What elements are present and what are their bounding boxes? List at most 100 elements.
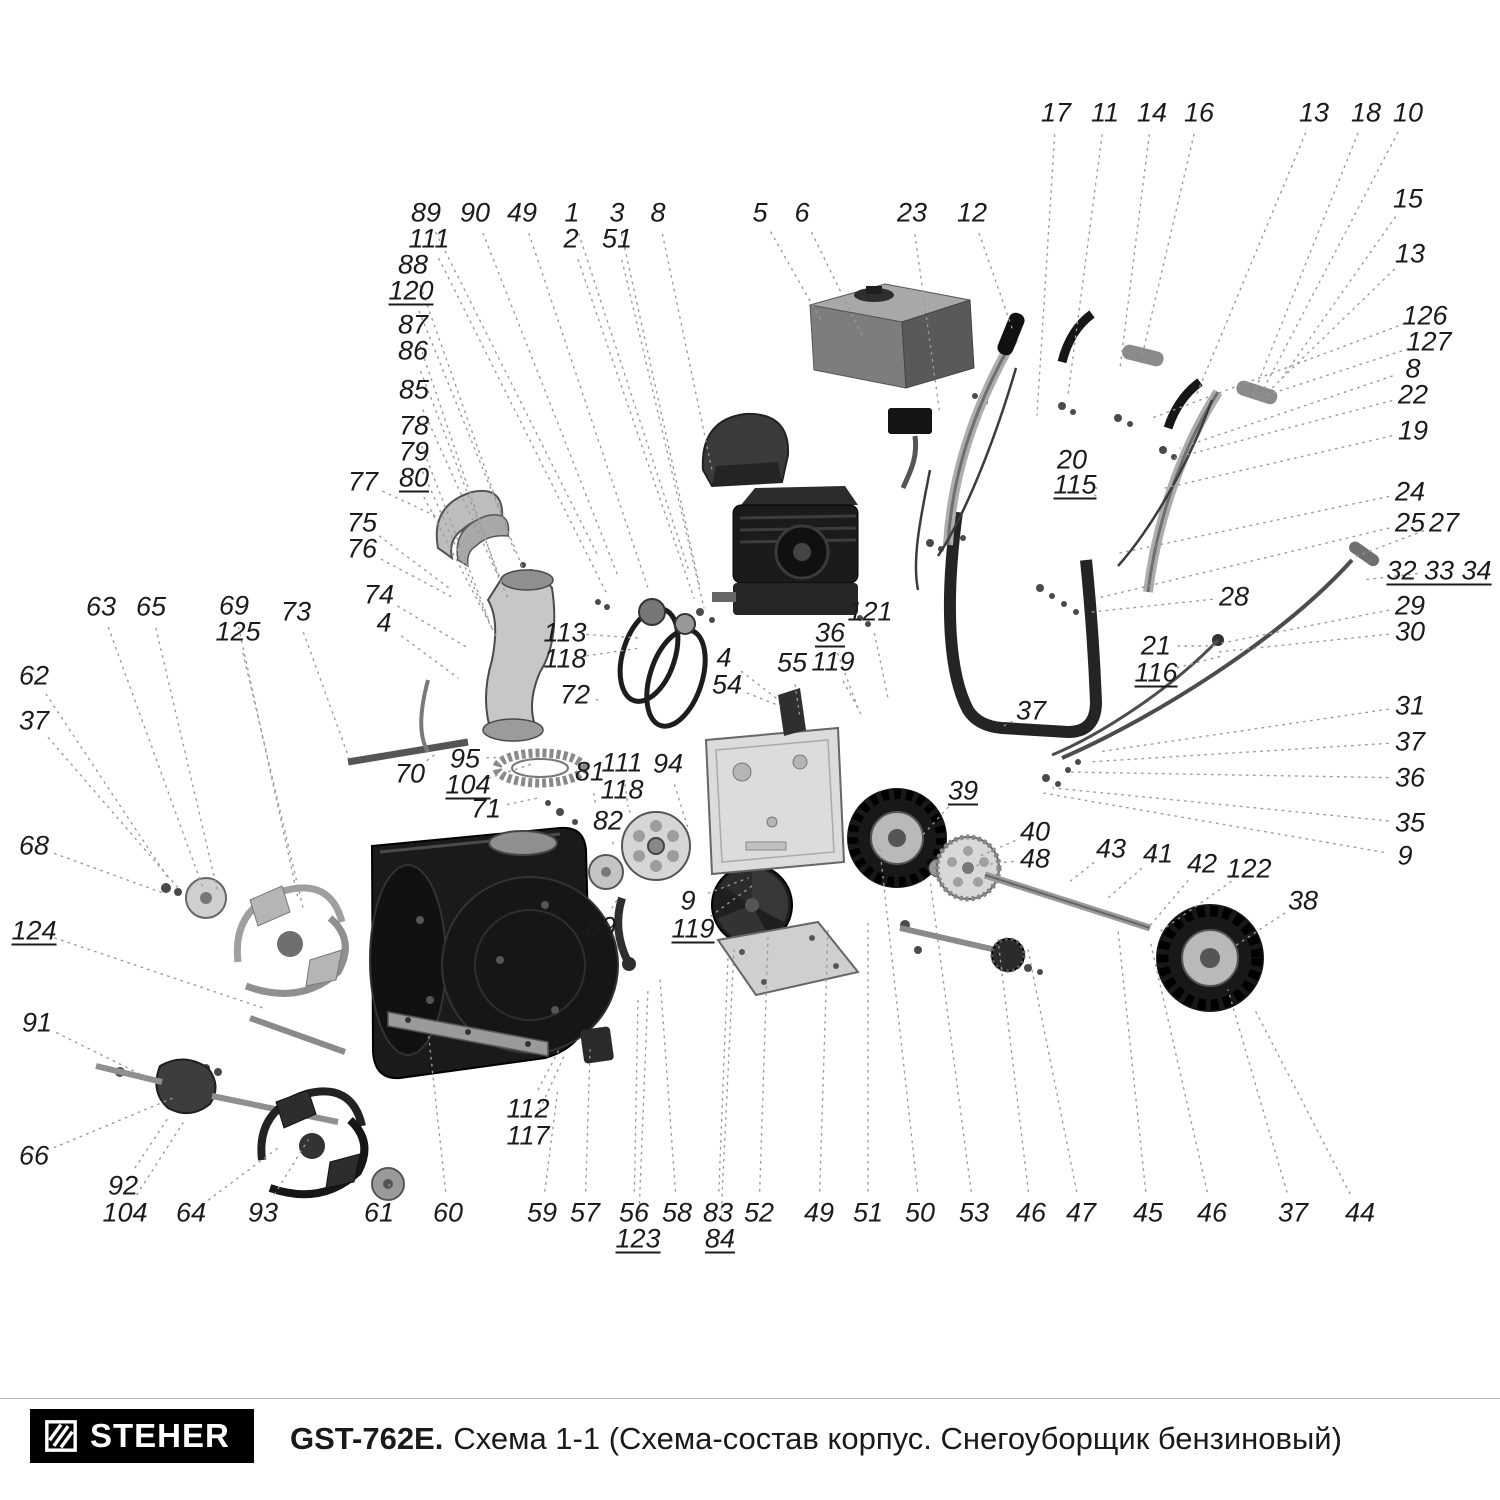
part-label: 118	[600, 774, 644, 805]
leader-line	[997, 939, 1030, 1192]
leader-line	[1227, 989, 1288, 1193]
leader-line	[397, 605, 469, 649]
part-label: 9	[1397, 840, 1413, 871]
part-label: 27	[1428, 507, 1460, 538]
leader-line	[1351, 530, 1425, 559]
leader-line	[1067, 861, 1095, 884]
part-label: 37	[1394, 726, 1426, 757]
drive-belts	[617, 598, 708, 729]
part-label: 95	[449, 743, 481, 774]
leader-line	[1361, 572, 1418, 581]
leader-line	[879, 849, 919, 1192]
part-label: 17	[1040, 97, 1072, 128]
leader-line	[661, 233, 713, 471]
part-label: 86	[397, 335, 429, 366]
leader-line	[506, 797, 539, 806]
part-label: 13	[1394, 238, 1426, 269]
footer-divider	[0, 1398, 1500, 1399]
leader-line	[385, 1174, 394, 1194]
part-label: 21	[1140, 630, 1172, 661]
part-label: 9	[680, 885, 696, 916]
auger-drive-shaft	[347, 738, 469, 766]
part-label: 126	[1402, 300, 1448, 331]
support-bracket	[778, 688, 806, 736]
leader-line	[979, 840, 1016, 857]
leader-line	[134, 1117, 169, 1169]
part-label: 70	[394, 758, 426, 789]
part-label: 78	[398, 410, 430, 441]
leader-line	[537, 1047, 561, 1091]
leader-line	[1042, 792, 1385, 853]
leader-line	[53, 852, 164, 894]
leader-line	[1261, 131, 1399, 393]
part-label: 104	[445, 769, 491, 800]
part-label: 31	[1394, 690, 1426, 721]
part-label: 123	[615, 1223, 661, 1254]
part-label: 89	[410, 197, 442, 228]
part-label: 71	[470, 793, 502, 824]
part-label: 111	[601, 747, 643, 778]
leader-lines	[45, 131, 1425, 1218]
leader-line	[1194, 132, 1307, 399]
leader-line	[1097, 527, 1390, 599]
part-label: 119	[811, 646, 855, 677]
part-label: 65	[135, 591, 167, 622]
scraper-bar	[387, 1011, 549, 1057]
leader-line	[427, 1029, 447, 1192]
part-label: 60	[432, 1197, 464, 1228]
diagram-canvas	[45, 131, 1425, 1218]
part-label: 63	[85, 591, 117, 622]
part-label: 29	[1394, 590, 1426, 621]
part-label: 111	[408, 223, 450, 254]
leader-line	[488, 763, 533, 779]
part-label: 62	[18, 660, 50, 691]
leader-line	[1117, 929, 1147, 1192]
engine-cover	[701, 412, 790, 488]
leader-line	[56, 1032, 149, 1079]
part-label: 53	[958, 1197, 990, 1228]
leader-line	[1067, 134, 1103, 396]
part-label: 92	[107, 1170, 139, 1201]
leader-line	[584, 1049, 591, 1192]
part-label: 121	[847, 596, 893, 627]
part-label: 32 33 34	[1386, 555, 1492, 586]
leader-line	[720, 947, 735, 1218]
part-label: 45	[1132, 1197, 1164, 1228]
part-label: 127	[1406, 326, 1452, 357]
leader-line	[486, 755, 529, 759]
part-label: 38	[1287, 885, 1319, 916]
leader-line	[136, 1122, 184, 1196]
part-label: 16	[1183, 97, 1215, 128]
auger-pulley	[621, 811, 691, 881]
part-label: 36	[1394, 762, 1426, 793]
diagram-caption: GST-762E.Схема 1-1 (Схема-состав корпус.…	[290, 1421, 1342, 1457]
leader-line	[1085, 475, 1099, 491]
part-label: 37	[1277, 1197, 1309, 1228]
part-label: 23	[896, 197, 928, 228]
leader-line	[818, 927, 829, 1192]
part-label: 68	[18, 830, 50, 861]
chute-ring-gear	[492, 748, 588, 788]
leader-line	[438, 257, 609, 597]
wheel-left	[847, 788, 947, 888]
part-label: 80	[398, 462, 430, 493]
part-label: 52	[743, 1197, 775, 1228]
auger-housing	[369, 826, 619, 1080]
leader-line	[419, 345, 499, 577]
part-label: 73	[280, 596, 312, 627]
leader-line	[638, 989, 649, 1218]
part-label: 8	[1405, 353, 1421, 384]
part-label: 88	[397, 249, 429, 280]
machine-art	[95, 283, 1380, 1201]
leader-line	[1217, 633, 1389, 653]
part-label: 115	[1053, 469, 1097, 500]
leader-line	[238, 626, 299, 899]
part-label: 46	[1015, 1197, 1047, 1228]
wheel-right	[1156, 904, 1264, 1012]
leader-line	[1251, 132, 1359, 399]
leader-line	[1036, 134, 1056, 416]
part-label: 51	[601, 223, 633, 254]
part-label: 5	[752, 197, 768, 228]
part-label: 36	[814, 617, 846, 648]
